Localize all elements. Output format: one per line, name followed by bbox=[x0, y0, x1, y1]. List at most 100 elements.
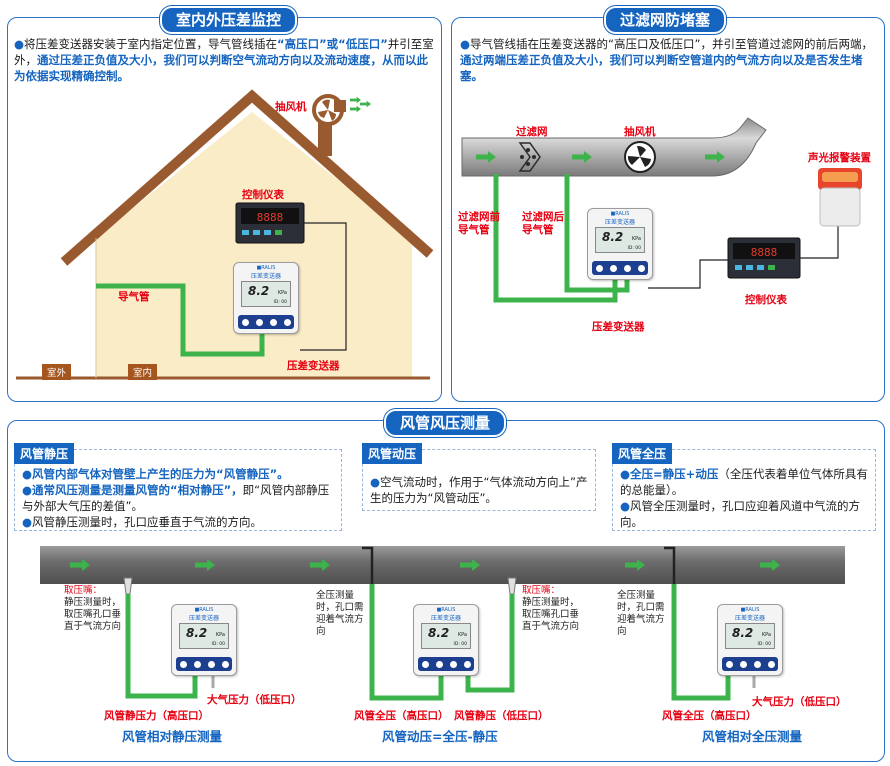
device-button[interactable] bbox=[240, 317, 250, 327]
device-screen: 8.2 KPa ID: 00 bbox=[179, 623, 229, 649]
port-a-high: 风管静压力（高压口） bbox=[104, 710, 209, 722]
device-button[interactable] bbox=[434, 659, 444, 669]
filter-panel-title: 过滤网防堵塞 bbox=[604, 6, 727, 34]
total-probe bbox=[664, 546, 676, 584]
indoor-tag: 室内 bbox=[128, 364, 158, 380]
static-description: ●风管内部气体对管壁上产生的压力为“风管静压”。 ●通常风压测量是测量风管的“相… bbox=[22, 466, 340, 530]
alarm-device-icon bbox=[818, 168, 862, 227]
dynamic-description: ●空气流动时，作用于“气体流动方向上”产生的压力为“风管动压”。 bbox=[370, 474, 590, 506]
port-c-high: 风管全压（高压口） bbox=[662, 710, 757, 722]
bullet-icon: ● bbox=[22, 483, 33, 497]
filter-desc-text: 导气管线插在压差变送器的“高压口及低压口”，并引至管道过滤网的前后两端， bbox=[470, 37, 873, 51]
device-brand: ■RALIS bbox=[194, 607, 214, 613]
device-reading: 8.2 bbox=[248, 284, 270, 298]
tap-title: 取压嘴： bbox=[64, 585, 103, 596]
device-button[interactable] bbox=[420, 659, 430, 669]
device-brand: ■RALIS bbox=[610, 211, 630, 217]
device-name: 压差变送器 bbox=[430, 615, 461, 622]
tube-label: 导气管 bbox=[118, 291, 150, 303]
indoor-description: ●将压差变送器安装于室内指定位置，导气管线插在“高压口”或“低压口”并引至室外，… bbox=[14, 36, 434, 84]
transmitter-device: ■RALIS 压差变送器 8.2 KPa ID: 00 bbox=[587, 208, 653, 280]
indoor-desc-highlight: 通过压差正负值及大小，我们可以判断空气流动方向以及流动速度，从而以此为依据实现精… bbox=[14, 53, 428, 83]
device-button[interactable] bbox=[448, 659, 458, 669]
caption-static: 风管相对静压测量 bbox=[122, 729, 223, 744]
filter-panel bbox=[451, 17, 885, 402]
house-wall bbox=[96, 112, 412, 378]
house-roof bbox=[60, 89, 434, 266]
device-button[interactable] bbox=[766, 659, 776, 669]
static-line-1: 风管内部气体对管壁上产生的压力为“风管静压”。 bbox=[32, 467, 289, 481]
air-tube-1 bbox=[96, 283, 265, 357]
device-button[interactable] bbox=[206, 659, 216, 669]
device-button[interactable] bbox=[268, 317, 278, 327]
port-a-low: 大气压力（低压口） bbox=[207, 694, 302, 706]
bullet-icon: ● bbox=[460, 37, 471, 51]
before-tube-label: 过滤网前导气管 bbox=[458, 211, 500, 236]
bullet-icon: ● bbox=[14, 37, 25, 51]
port-b-high: 风管全压（高压口） bbox=[354, 710, 449, 722]
device-name: 压差变送器 bbox=[250, 273, 281, 280]
bullet-icon: ● bbox=[22, 467, 33, 481]
device-button[interactable] bbox=[738, 659, 748, 669]
fan-icon bbox=[624, 141, 656, 173]
outdoor-tag: 室外 bbox=[42, 364, 72, 380]
transmitter-device: ■RALIS 压差变送器 8.2 KPa ID: 00 bbox=[233, 262, 299, 334]
main-pipe bbox=[461, 117, 767, 177]
device-button-bar bbox=[238, 315, 294, 329]
duct-tube-a bbox=[125, 594, 198, 699]
tap-title: 取压嘴： bbox=[522, 585, 561, 596]
bullet-icon: ● bbox=[370, 475, 381, 489]
total-tag: 风管全压 bbox=[612, 443, 673, 464]
dynamic-tag: 风管动压 bbox=[362, 443, 423, 464]
device-screen: 8.2 KPa ID: 00 bbox=[241, 281, 291, 307]
static-line-3: 风管静压测量时，孔口应垂直于气流的方向。 bbox=[32, 515, 263, 529]
total-line-1b: （全压代表着单位气体所具有的总能量）。 bbox=[620, 467, 868, 497]
controller-readout: 8888 bbox=[751, 246, 778, 259]
indoor-panel-title: 室内外压差监控 bbox=[160, 6, 298, 34]
device-button[interactable] bbox=[622, 263, 632, 273]
fan-label-2: 抽风机 bbox=[624, 126, 656, 138]
airflow-arrows-icon bbox=[350, 96, 371, 113]
transmitter-label: 压差变送器 bbox=[287, 360, 340, 372]
device-brand: ■RALIS bbox=[740, 607, 760, 613]
device-unit: KPa bbox=[457, 632, 467, 638]
duct-tube-c bbox=[671, 584, 731, 701]
device-button[interactable] bbox=[462, 659, 472, 669]
device-button-bar bbox=[176, 657, 232, 671]
device-reading: 8.2 bbox=[186, 626, 208, 640]
device-button[interactable] bbox=[282, 317, 292, 327]
bullet-icon: ● bbox=[620, 499, 631, 513]
total-probe bbox=[362, 546, 374, 584]
transmitter-device: ■RALIS 压差变送器 8.2 KPa ID: 00 bbox=[171, 604, 237, 676]
device-reading: 8.2 bbox=[602, 230, 624, 244]
device-id: ID: 00 bbox=[273, 300, 287, 305]
static-line-2a: 通常风压测量是测量风管的“相对静压”， bbox=[32, 483, 243, 497]
device-button[interactable] bbox=[594, 263, 604, 273]
device-button[interactable] bbox=[636, 263, 646, 273]
fan-label: 抽风机 bbox=[275, 101, 307, 113]
signal-wire-1 bbox=[300, 222, 347, 351]
indoor-desc-text-1: 将压差变送器安装于室内指定位置，导气管线插在 bbox=[24, 37, 278, 51]
total-description: ●全压=静压+动压（全压代表着单位气体所具有的总能量）。 ●风管全压测量时，孔口… bbox=[620, 466, 870, 530]
controller-label-2: 控制仪表 bbox=[745, 294, 787, 306]
device-button-bar bbox=[722, 657, 778, 671]
device-button[interactable] bbox=[192, 659, 202, 669]
filter-desc-highlight: 通过两端压差正负值及大小，我们可以判断空管道内的气流方向以及是否发生堵塞。 bbox=[460, 53, 863, 83]
signal-wire-2 bbox=[648, 259, 728, 289]
device-button[interactable] bbox=[220, 659, 230, 669]
device-button[interactable] bbox=[254, 317, 264, 327]
device-button[interactable] bbox=[724, 659, 734, 669]
device-button[interactable] bbox=[178, 659, 188, 669]
device-unit: KPa bbox=[215, 632, 225, 638]
device-id: ID: 00 bbox=[453, 642, 467, 647]
signal-wire-3 bbox=[800, 225, 839, 259]
device-brand: ■RALIS bbox=[436, 607, 456, 613]
device-button[interactable] bbox=[608, 263, 618, 273]
controller-device-2: 8888 bbox=[727, 237, 801, 279]
air-duct bbox=[40, 546, 845, 584]
device-id: ID: 00 bbox=[627, 246, 641, 251]
device-name: 压差变送器 bbox=[734, 615, 765, 622]
device-screen: 8.2 KPa ID: 00 bbox=[421, 623, 471, 649]
device-button[interactable] bbox=[752, 659, 762, 669]
tap-annotation-c: 取压嘴：静压测量时，取压嘴孔口垂直于气流方向 bbox=[522, 585, 586, 633]
